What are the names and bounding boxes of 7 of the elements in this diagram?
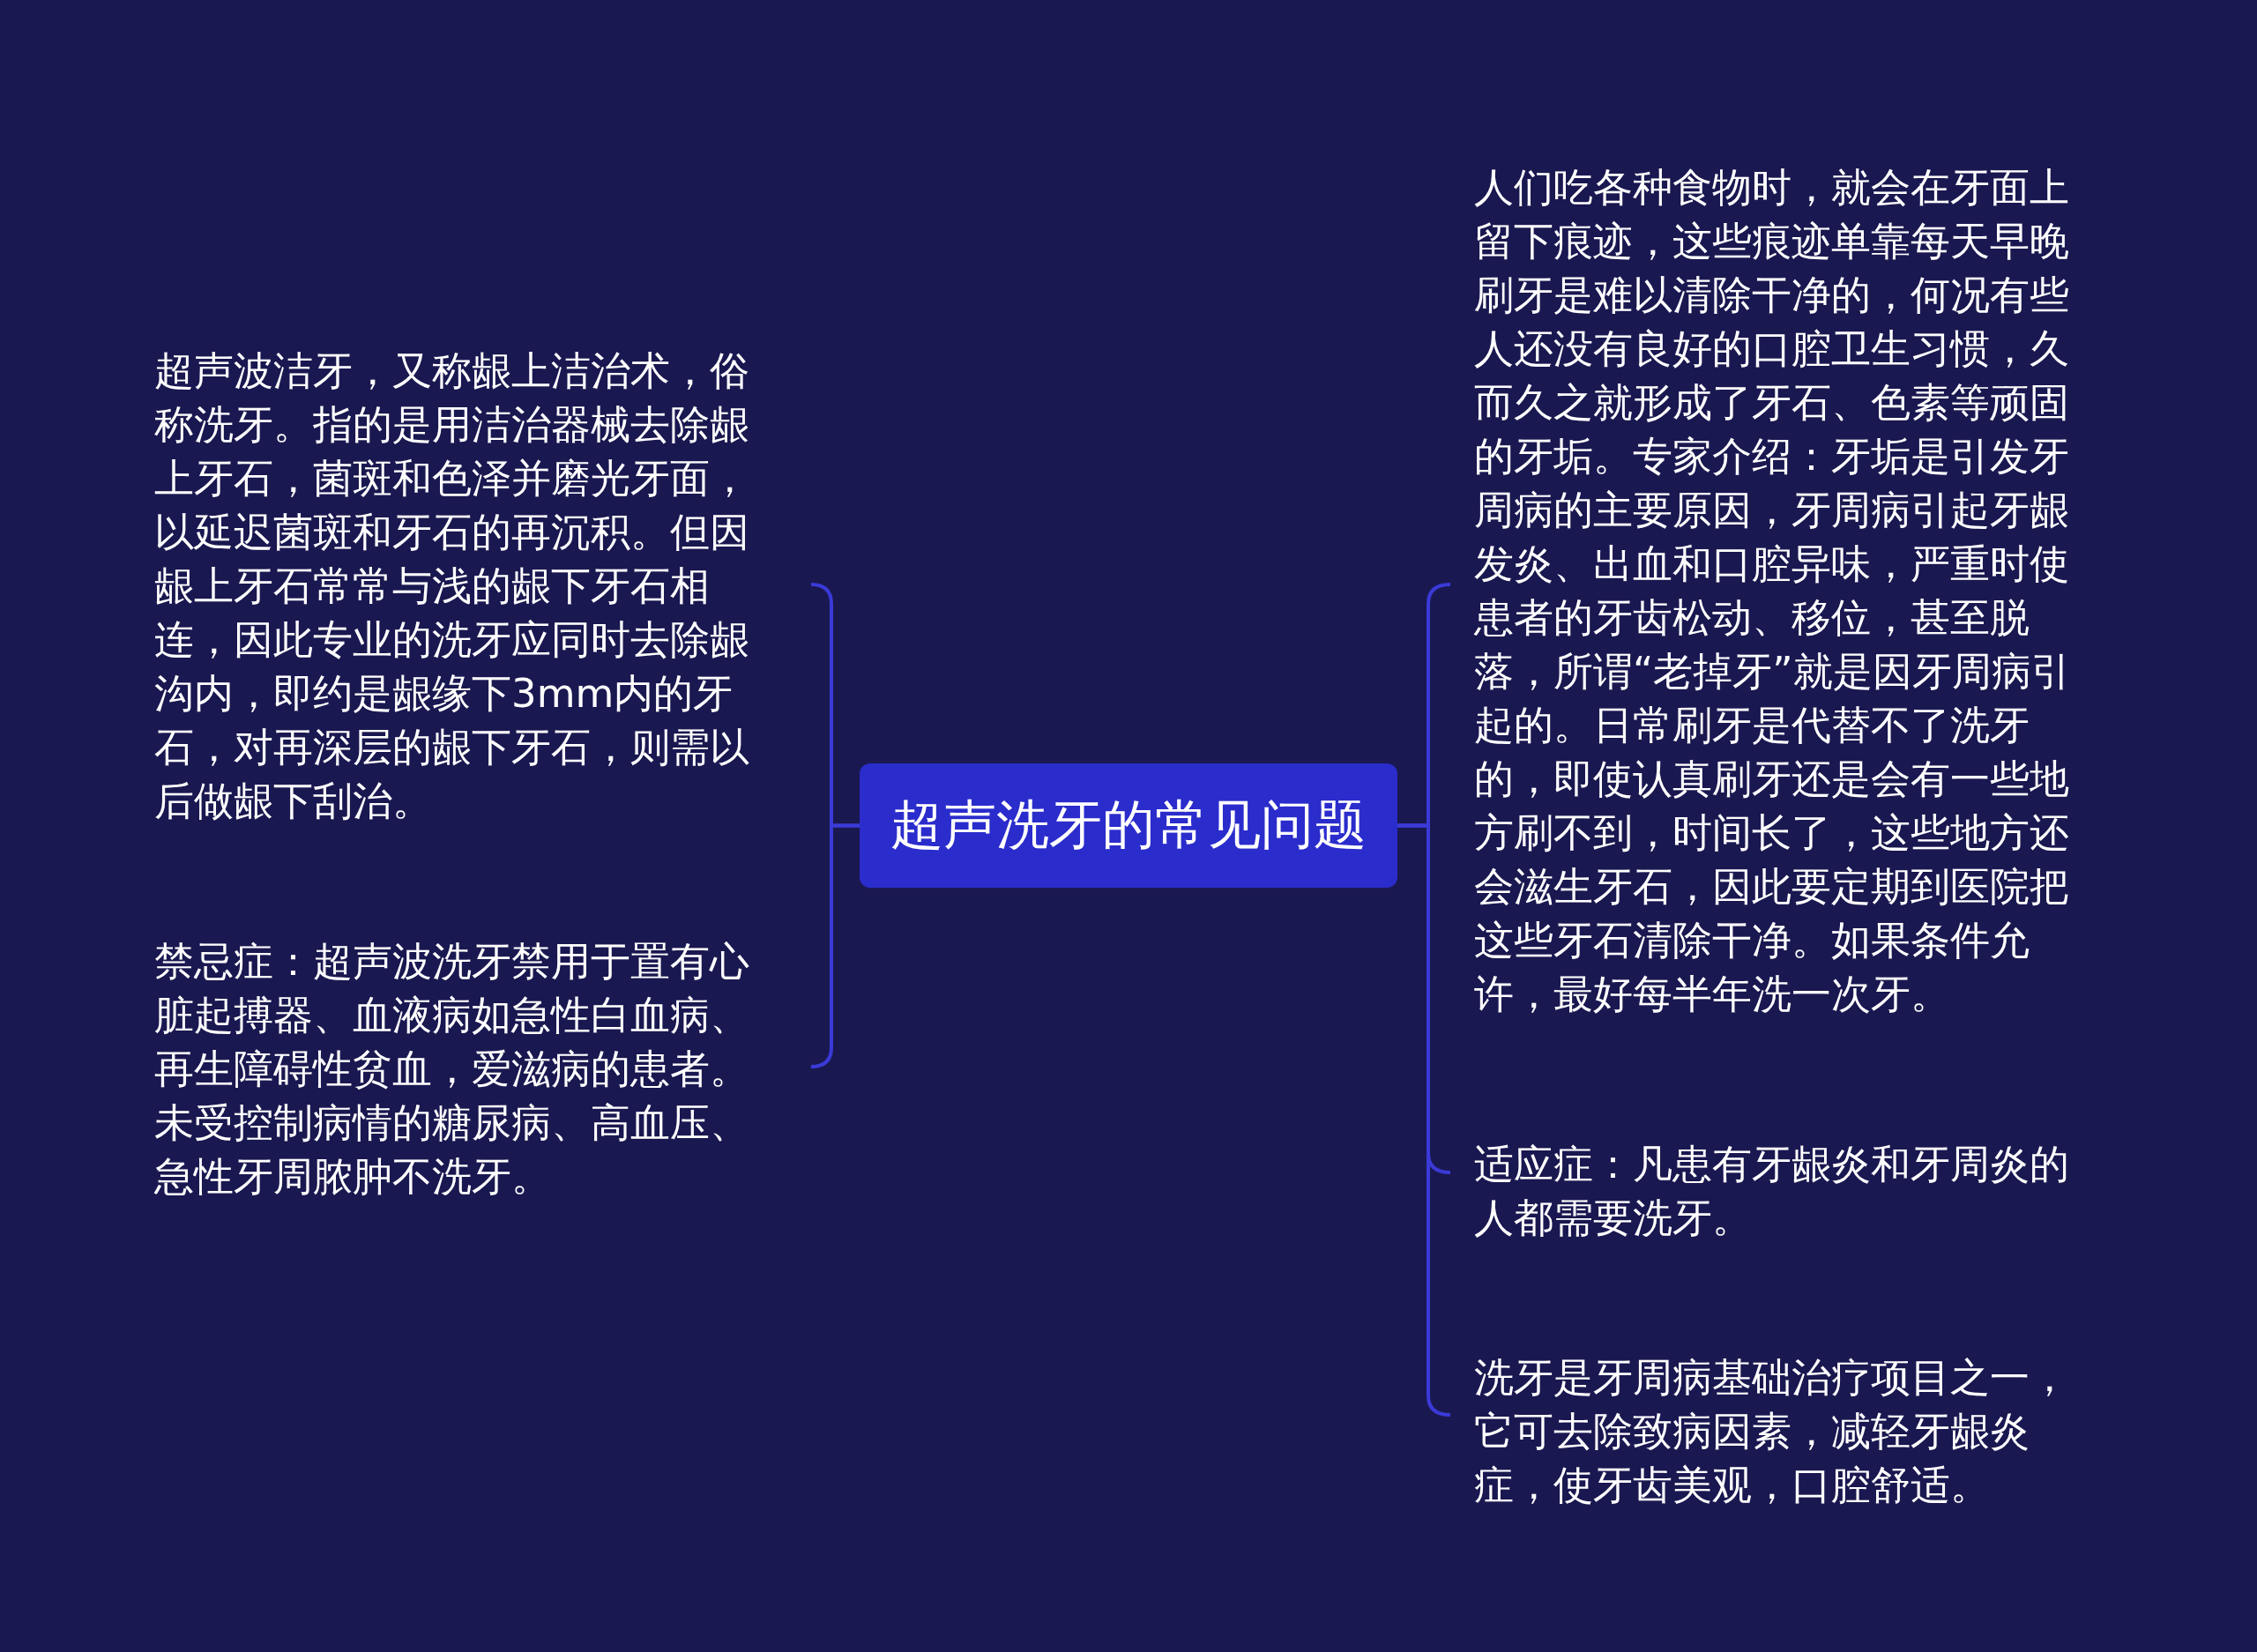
topic-box bbox=[860, 763, 1397, 888]
topic-title: 超声洗牙的常见问题 bbox=[890, 793, 1367, 857]
branch-text: 超声波洁牙，又称龈上洁治术，俗称洗牙。指的是用洁治器械去除龈上牙石，菌斑和色泽并磨光牙面，以延迟菌斑和牙石的再沉积。但因龈上牙石常常与浅的龈下牙石相连，因此专业的洗牙应同时去除龈沟内，即约是龈缘下3mm内的牙石，对再深层的龈下牙石，则需以后做龈下刮治。 bbox=[154, 346, 750, 826]
branch-text: 适应症：凡患有牙龈炎和牙周炎的人都需要洗牙。 bbox=[1474, 1140, 2070, 1243]
branch-text: 洗牙是牙周病基础治疗项目之一，它可去除致病因素，减轻牙龈炎症，使牙齿美观，口腔舒适。 bbox=[1474, 1353, 2070, 1510]
branch-text: 禁忌症：超声波洗牙禁用于置有心脏起搏器、血液病如急性白血病、再生障碍性贫血，爱滋病的患者。未受控制病情的糖尿病、高血压、急性牙周脓肿不洗牙。 bbox=[154, 937, 750, 1202]
branch-text: 人们吃各种食物时，就会在牙面上留下痕迹，这些痕迹单靠每天早晚刷牙是难以清除干净的，何况有些人还没有良好的口腔卫生习惯，久而久之就形成了牙石、色素等顽固的牙垢。专家介绍：牙垢是引发牙周病的主要原因，牙周病引起牙龈发炎、出血和口腔异味，严重时使患者的牙齿松动、移位，甚至脱落，所谓“老掉牙”就是因牙周病引起的。日常刷牙是代替不了洗牙的，即使认真刷牙还是会有一些地方刷不到，时间长了，这些地方还会滋生牙石，因此要定期到医院把这些牙石清除干净。如果条件允许，最好每半年洗一次牙。 bbox=[1474, 163, 2072, 1019]
